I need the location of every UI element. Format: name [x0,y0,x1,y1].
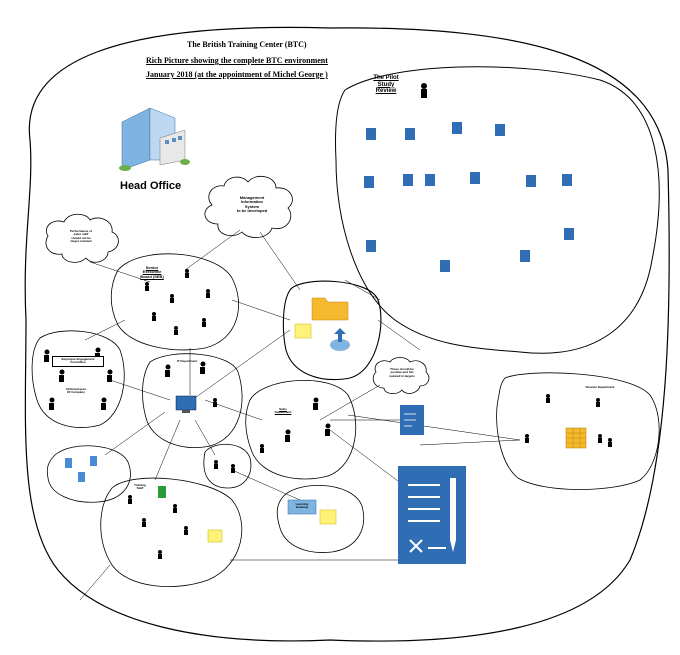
sales-department-label: Sales Department [274,407,292,415]
pilot-folder-boundary [282,280,382,381]
performance-cloud [45,213,119,263]
clipboard-icon [403,174,413,186]
person-icon [421,83,427,98]
head-office-label: Head Office [120,180,182,192]
it-department-boundary [142,353,243,448]
person-icon [152,312,156,321]
person-icon [202,318,206,327]
person-icon [313,397,319,410]
directors-boundary [203,444,252,489]
person-icon [128,495,132,504]
sticky-note-icon [319,509,337,525]
person-icon [101,397,107,410]
training-boundary [100,477,243,587]
finance-boundary [496,372,660,490]
clipboard-icon [405,128,415,140]
person-icon [174,326,178,335]
person-icon [49,397,55,410]
learning-gateway-boundary [276,484,365,553]
clipboard-icon [495,124,505,136]
all-employees-label: All Employees Of Company [65,387,87,395]
spreadsheet-icon [565,427,587,449]
clipboard-icon [562,174,572,186]
sticky-note-icon [294,323,312,339]
diagram-title: The British Training Center (BTC) [187,40,307,49]
clipboard-icon [470,172,480,184]
head-office-building-icon [119,107,190,171]
finance-department-label: Finance Department [585,385,615,389]
pilot-study-title: The Pilot Study Review [373,75,399,95]
cloud-upload-icon [330,328,350,351]
performance-cloud-text: Performance of sales staff should not be… [69,229,92,243]
clipboard-icon [425,174,435,186]
seb-label: Senior Executive Board (SEB) [140,265,164,279]
person-icon [44,349,50,362]
target-cloud-text: These should be positive and fun natured… [389,367,415,378]
person-icon [608,438,612,447]
documents-boundary [46,445,131,503]
person-icon [165,364,171,377]
person-icon [184,526,188,535]
training-staff-label: Training Staff [134,483,146,491]
learning-gateway-label: Learning Gateway [295,502,309,510]
clipboard-icon [366,128,376,140]
mis-cloud [204,175,293,238]
person-icon [59,369,65,382]
person-icon [185,269,189,278]
person-icon [107,369,113,382]
person-icon [206,289,210,298]
btc-environment-boundary [24,26,670,642]
person-icon [142,518,146,527]
feedback-form-large-icon [398,466,466,564]
employee-boundary [31,330,125,428]
clipboard-icon [364,176,374,188]
diagram-subtitle: Rich Picture showing the complete BTC en… [146,56,328,65]
person-icon [173,504,177,513]
person-icon [145,282,149,291]
person-icon [525,434,529,443]
person-icon [170,294,174,303]
mis-cloud-text: Management Information System to be deve… [236,195,268,214]
feedback-form-icon [400,405,424,435]
clipboard-icon [440,260,450,272]
learning-gateway-box [287,499,317,515]
person-icon [213,398,217,407]
person-icon [596,398,600,407]
person-icon [260,444,264,453]
document-icon [78,472,85,482]
target-cloud [372,357,430,394]
person-icon [158,550,162,559]
folder-icon [311,297,349,321]
green-document-icon [158,486,166,498]
employee-committee-label: Employee Engagement Committee [52,356,104,367]
person-icon [546,394,550,403]
diagram-date: January 2018 (at the appointment of Mich… [146,70,328,79]
person-icon [325,423,331,436]
review-clipboards [364,122,574,272]
sticky-note-icon [207,529,223,543]
clipboard-icon [452,122,462,134]
computer-icon [175,395,197,413]
clipboard-icon [564,228,574,240]
person-icon [231,464,235,473]
person-icon [200,361,206,374]
pilot-study-boundary [335,66,660,354]
seb-boundary [110,253,239,351]
clipboard-icon [366,240,376,252]
document-icon [65,458,72,468]
it-department-label: IT Department [176,359,198,363]
person-icon [285,429,291,442]
clipboard-icon [520,250,530,262]
document-icon [90,456,97,466]
person-icon [598,434,602,443]
sales-department-boundary [245,380,357,480]
clipboard-icon [526,175,536,187]
person-icon [214,460,218,469]
